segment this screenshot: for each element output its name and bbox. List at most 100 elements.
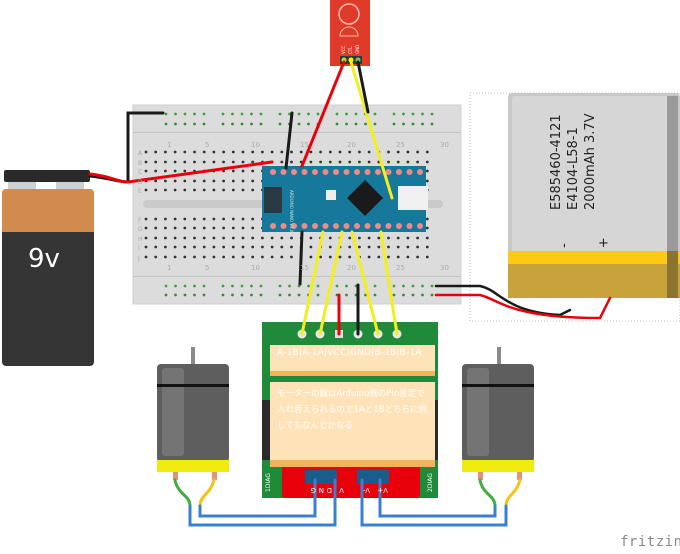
breadboard-rail-hole [392, 293, 396, 297]
breadboard-hole [164, 160, 167, 164]
breadboard-hole [154, 188, 158, 192]
sensor-board[interactable] [330, 0, 370, 66]
svg-text:30: 30 [440, 141, 449, 149]
breadboard-hole [280, 245, 284, 249]
sensor-pin-labels: VCC CTL GND [341, 45, 360, 54]
breadboard-rail-hole [250, 284, 253, 288]
wire-a1b [300, 230, 325, 336]
breadboard-hole [202, 226, 206, 230]
motor-left[interactable] [157, 347, 229, 480]
breadboard-hole [280, 255, 284, 259]
breadboard-hole [164, 226, 167, 230]
breadboard-hole [173, 160, 177, 164]
breadboard-hole [231, 188, 235, 192]
breadboard-hole [193, 245, 196, 249]
breadboard-hole [358, 150, 361, 154]
wire-9v-red [88, 160, 274, 184]
breadboard-hole [222, 226, 226, 230]
breadboard-hole [222, 255, 226, 259]
breadboard-hole [319, 150, 322, 154]
breadboard-hole [164, 217, 167, 221]
arduino-pin [343, 223, 350, 229]
breadboard-rail-hole [297, 122, 301, 126]
breadboard-rail-hole [392, 284, 396, 288]
pin-label-note-text: A-1B|A-1A|VCC|GND|B-1B|B-1A [277, 348, 422, 358]
breadboard-hole [241, 245, 245, 249]
battery-9v[interactable] [2, 170, 94, 366]
breadboard-rail-hole [193, 293, 196, 297]
breadboard-hole [154, 217, 158, 221]
breadboard-hole [280, 236, 284, 240]
breadboard-hole [183, 255, 187, 259]
svg-text:1: 1 [167, 264, 171, 272]
breadboard-hole [212, 226, 216, 230]
breadboard-hole [416, 160, 419, 164]
breadboard-hole [241, 226, 245, 230]
breadboard-rail-hole [231, 112, 234, 116]
arduino-pin [291, 223, 297, 229]
breadboard-hole [154, 169, 158, 173]
breadboard-rail-hole [202, 284, 206, 288]
breadboard-rail-hole [240, 293, 244, 297]
breadboard-rail-hole [202, 112, 206, 116]
arduino-nano[interactable] [262, 166, 428, 232]
breadboard-hole [222, 217, 226, 221]
breadboard-hole [193, 188, 196, 192]
svg-text:A: A [138, 150, 143, 157]
svg-text:N: N [319, 486, 324, 494]
breadboard-hole [222, 236, 226, 240]
svg-text:15: 15 [300, 141, 309, 149]
breadboard-hole [251, 179, 255, 183]
breadboard-rail-hole [250, 122, 253, 126]
breadboard-hole [377, 236, 381, 240]
breadboard-rail-hole [174, 122, 177, 126]
arduino-pin [270, 169, 276, 175]
breadboard-hole [358, 236, 361, 240]
breadboard-rail-hole [221, 112, 225, 116]
breadboard-rail-hole [259, 293, 263, 297]
arduino-pin [301, 169, 308, 175]
svg-text:G: G [138, 226, 143, 233]
breadboard-rail-hole [231, 284, 234, 288]
arduino-pin [312, 169, 318, 175]
breadboard-hole [396, 160, 400, 164]
breadboard-hole [299, 150, 303, 154]
svg-text:1: 1 [167, 141, 171, 149]
breadboard-hole [183, 179, 187, 183]
svg-text:B: B [138, 160, 142, 167]
lipo-battery[interactable] [508, 93, 680, 298]
arduino-pin [322, 169, 329, 175]
breadboard-rail-hole [392, 122, 396, 126]
breadboard-hole [251, 236, 255, 240]
breadboard-hole [261, 255, 264, 259]
breadboard-hole [251, 150, 255, 154]
driver-side-labels: 1DIAG 2DIAG [265, 473, 434, 492]
arduino-pin [364, 169, 371, 175]
arduino-pin [312, 223, 318, 229]
breadboard-hole [231, 226, 235, 230]
breadboard-rail-hole [354, 112, 358, 116]
breadboard-hole [387, 150, 390, 154]
breadboard-hole [222, 188, 226, 192]
breadboard-hole [290, 160, 293, 164]
breadboard-hole [309, 236, 313, 240]
breadboard-rail-hole [278, 284, 282, 288]
breadboard-hole [367, 245, 371, 249]
breadboard-hole [202, 179, 206, 183]
breadboard-hole [261, 150, 264, 154]
wire-sensor-vcc [300, 60, 346, 168]
breadboard-hole [193, 217, 196, 221]
breadboard-hole [241, 236, 245, 240]
breadboard-rail-hole [345, 112, 348, 116]
arduino-pin [396, 223, 402, 229]
motor-right[interactable] [462, 347, 534, 480]
breadboard-rail-hole [259, 284, 263, 288]
breadboard-hole [261, 236, 264, 240]
breadboard-rail-hole [402, 112, 405, 116]
breadboard-hole [328, 160, 332, 164]
breadboard-rail-hole [335, 112, 339, 116]
arduino-pin [406, 223, 413, 229]
breadboard-hole [164, 255, 167, 259]
svg-text:C: C [138, 169, 142, 176]
